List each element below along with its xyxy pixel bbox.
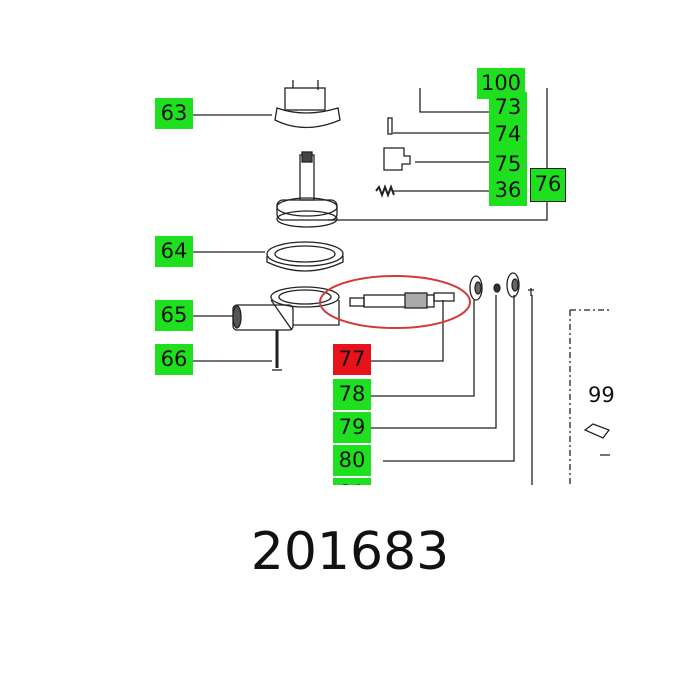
part-75-clip: [383, 147, 411, 171]
part-80-bearing: [506, 272, 520, 298]
leader-77: [370, 300, 444, 362]
part-77-shaft: [319, 275, 471, 329]
part-78-bearing: [469, 275, 483, 301]
label-81[interactable]: 81: [333, 478, 371, 485]
part-36-spring: [375, 184, 395, 198]
leader-79: [370, 295, 497, 429]
part-63-cap: [274, 80, 341, 129]
label-76[interactable]: 76: [530, 168, 566, 202]
leader-80: [383, 295, 515, 462]
label-36[interactable]: 36: [489, 175, 527, 206]
part-79-washer: [493, 283, 501, 293]
label-77-selected[interactable]: 77: [333, 344, 371, 375]
crop-mask: [0, 485, 700, 700]
section-border: [569, 309, 612, 485]
crop-mask-top: [0, 0, 700, 68]
label-78[interactable]: 78: [333, 379, 371, 410]
label-80[interactable]: 80: [333, 445, 371, 476]
label-63[interactable]: 63: [155, 98, 193, 129]
label-99[interactable]: 99: [588, 383, 615, 407]
part-81-screw: [528, 288, 534, 296]
part-99-component: [583, 423, 611, 456]
part-66-screw: [272, 330, 282, 371]
leader-76: [328, 88, 548, 221]
part-65-housing: [232, 286, 340, 331]
selection-ellipse: [319, 275, 471, 329]
label-79[interactable]: 79: [333, 412, 371, 443]
part-74-pin: [387, 117, 393, 135]
label-65[interactable]: 65: [155, 300, 193, 331]
leader-78: [370, 300, 475, 397]
label-64[interactable]: 64: [155, 236, 193, 267]
part-76-gear: [276, 151, 338, 228]
part-64-ring: [266, 241, 344, 272]
part-number-title: 201683: [250, 522, 450, 582]
label-75[interactable]: 75: [489, 149, 527, 180]
label-81-clip: 81: [333, 478, 371, 485]
label-74[interactable]: 74: [489, 119, 527, 150]
label-73[interactable]: 73: [489, 92, 527, 123]
leader-73: [419, 88, 489, 113]
label-66[interactable]: 66: [155, 344, 193, 375]
